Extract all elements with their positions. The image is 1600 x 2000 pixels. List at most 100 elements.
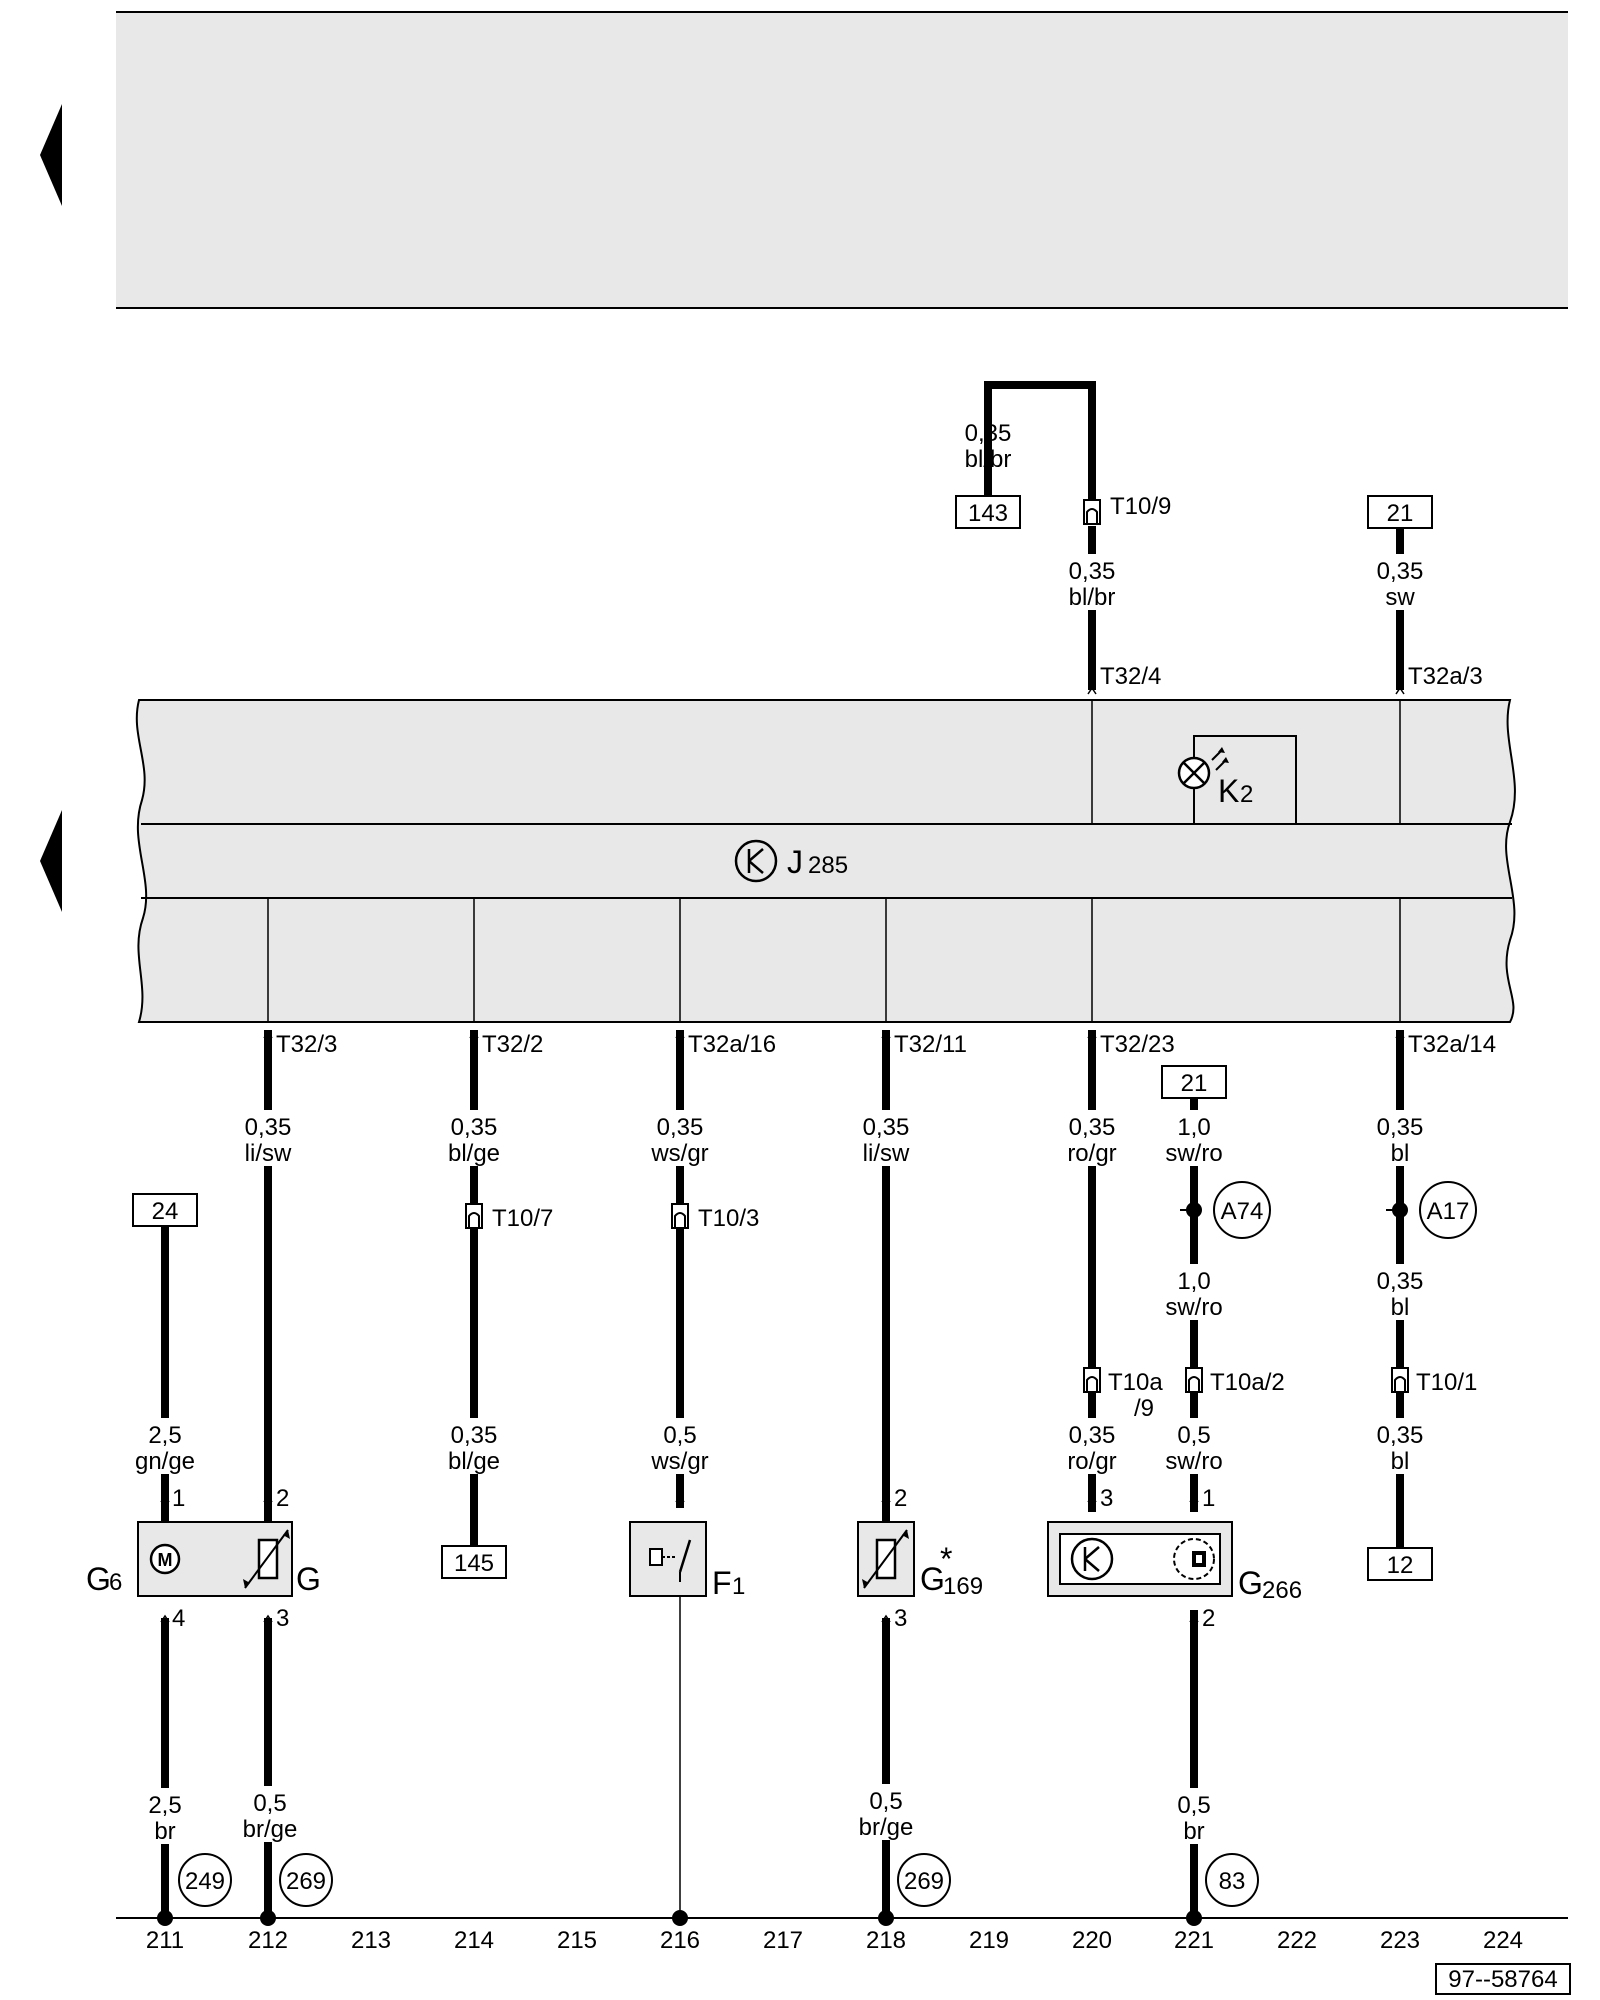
svg-text:ws/gr: ws/gr (650, 1140, 708, 1167)
pin-bottom-223: T32a/14 (1408, 1031, 1496, 1058)
ref-143-box[interactable] (955, 495, 1021, 529)
svg-text:223: 223 (1380, 1927, 1420, 1954)
ground-dots (157, 1910, 1202, 1926)
ref-145: 145 (454, 1550, 494, 1577)
svg-text:ro/gr: ro/gr (1067, 1140, 1116, 1167)
ref-12-box[interactable] (1367, 1547, 1433, 1581)
svg-text:li/sw: li/sw (245, 1140, 292, 1167)
pin-g-top: 2 (276, 1485, 289, 1512)
svg-text:2,5: 2,5 (148, 1422, 181, 1449)
connector-t10-1-icon (1391, 1367, 1409, 1393)
ref-24-box[interactable] (132, 1193, 198, 1227)
pin-bottom-214: T32/2 (482, 1031, 543, 1058)
svg-text:216: 216 (660, 1927, 700, 1954)
svg-text:M: M (158, 1550, 173, 1570)
wire-w3-color: sw (1385, 584, 1415, 611)
wire-w1-gauge: 0,35 (965, 420, 1012, 447)
ref-145-box[interactable] (441, 1545, 507, 1579)
connector-t10a-2: T10a/2 (1210, 1369, 1285, 1396)
ref-24: 24 (152, 1198, 179, 1225)
splice-a17[interactable]: A17 (1427, 1198, 1470, 1225)
wire-labels-bottom: 2,5 br 0,5 br/ge 0,5 br/ge 0,5 br (132, 1784, 1222, 1845)
svg-text:0,5: 0,5 (253, 1790, 286, 1817)
k2-sub: 2 (1240, 781, 1253, 808)
page-marker-top[interactable] (40, 104, 62, 206)
splice-a74-icon (1180, 1181, 1271, 1239)
svg-text:219: 219 (969, 1927, 1009, 1954)
k2-name: K (1218, 773, 1239, 809)
doc-id: 97--58764 (1448, 1966, 1557, 1993)
svg-text:213: 213 (351, 1927, 391, 1954)
potentiometer-icon (862, 1529, 909, 1589)
component-f1-sub: 1 (732, 1573, 745, 1600)
component-g169-mark: * (940, 1541, 952, 1577)
pin-bottom-220: T32/23 (1100, 1031, 1175, 1058)
wire-labels-middle: 1,0 sw/ro 0,35 bl (1160, 1264, 1428, 1321)
pin-bottom-216: T32a/16 (688, 1031, 776, 1058)
svg-text:0,35: 0,35 (1377, 1268, 1424, 1295)
svg-text:gn/ge: gn/ge (135, 1448, 195, 1475)
f1-box[interactable] (629, 1521, 707, 1597)
svg-text:211: 211 (146, 1927, 184, 1954)
svg-text:0,35: 0,35 (451, 1422, 498, 1449)
component-g-name: G (296, 1561, 321, 1597)
svg-text:218: 218 (866, 1927, 906, 1954)
svg-text:214: 214 (454, 1927, 494, 1954)
svg-text:0,5: 0,5 (1177, 1422, 1210, 1449)
component-g6-name: G (86, 1561, 111, 1597)
svg-text:sw/ro: sw/ro (1165, 1140, 1222, 1167)
svg-text:ro/gr: ro/gr (1067, 1448, 1116, 1475)
svg-text:br/ge: br/ge (243, 1816, 298, 1843)
ref-143: 143 (968, 500, 1008, 527)
component-g169-sub: 169 (943, 1573, 983, 1600)
pin-bottom-218: T32/11 (894, 1031, 967, 1058)
svg-text:bl: bl (1391, 1294, 1410, 1321)
connector-t10-9-icon (1083, 499, 1101, 525)
ref-21-bottom: 21 (1181, 1070, 1208, 1097)
pin-g266-right: 1 (1202, 1485, 1215, 1512)
component-f1-name: F (712, 1565, 732, 1601)
svg-text:0,35: 0,35 (1377, 1422, 1424, 1449)
ground-83[interactable]: 83 (1219, 1868, 1246, 1895)
svg-text:bl: bl (1391, 1448, 1410, 1475)
ref-12: 12 (1387, 1552, 1414, 1579)
svg-text:0,35: 0,35 (1069, 1422, 1116, 1449)
wire-loop-top (984, 381, 1096, 510)
connector-t10-7: T10/7 (492, 1205, 553, 1232)
splice-a74[interactable]: A74 (1221, 1198, 1264, 1225)
ground-249[interactable]: 249 (185, 1868, 225, 1895)
svg-text:2,5: 2,5 (148, 1792, 181, 1819)
wire-w2-gauge: 0,35 (1069, 558, 1116, 585)
ground-269-a[interactable]: 269 (286, 1868, 326, 1895)
svg-text:bl: bl (1391, 1140, 1410, 1167)
transistor-icon (734, 839, 778, 883)
ref-21-top-box[interactable] (1367, 495, 1433, 529)
level-sensor-icon (1173, 1538, 1215, 1580)
svg-text:sw/ro: sw/ro (1165, 1294, 1222, 1321)
connector-t10-3: T10/3 (698, 1205, 759, 1232)
component-g266-name: G (1238, 1565, 1263, 1601)
component-g169-name: G (920, 1561, 945, 1597)
ground-269-b[interactable]: 269 (904, 1868, 944, 1895)
ecu-sub: 285 (808, 852, 848, 879)
svg-text:bl/ge: bl/ge (448, 1448, 500, 1475)
potentiometer-icon (243, 1529, 290, 1589)
pin-arrows (160, 1030, 1405, 1623)
page-marker-mid[interactable] (40, 810, 62, 912)
ref-21-bottom-box[interactable] (1161, 1065, 1227, 1099)
motor-icon: M (149, 1543, 181, 1575)
svg-text:br: br (154, 1818, 175, 1845)
svg-text:1,0: 1,0 (1177, 1268, 1210, 1295)
column-numbers: 211 212 213 214 215 216 217 218 219 220 … (146, 1927, 1523, 1954)
svg-text:221: 221 (1174, 1927, 1214, 1954)
connector-t10-7-icon (465, 1203, 483, 1229)
internal-lines (267, 700, 1401, 1022)
ecu-name: J (787, 844, 803, 880)
connector-t10a-9: T10a (1108, 1369, 1163, 1396)
pin-g266-left: 3 (1100, 1485, 1113, 1512)
svg-text:ws/gr: ws/gr (650, 1448, 708, 1475)
wire-w2-color: bl/br (1069, 584, 1116, 611)
svg-text:1,0: 1,0 (1177, 1114, 1210, 1141)
splice-a17-icon (1386, 1181, 1477, 1239)
